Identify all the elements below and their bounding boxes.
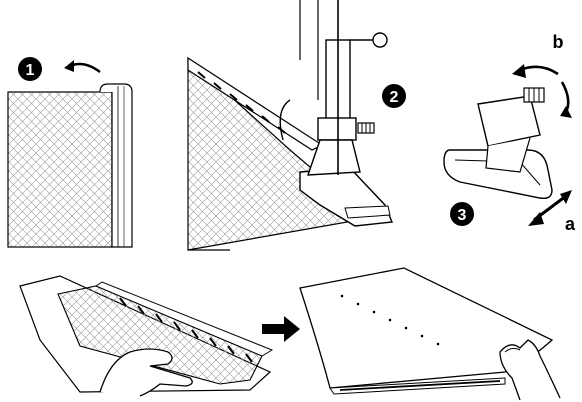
step-marker-1	[18, 57, 42, 81]
next-arrow-icon	[262, 316, 300, 342]
step-3-illustration: b a 3	[443, 32, 576, 234]
step-number-3: 3	[458, 207, 467, 224]
adjust-screw-icon	[523, 87, 545, 103]
step-marker-3	[450, 202, 474, 226]
fabric-panel	[7, 91, 113, 248]
finished-fabric-illustration	[299, 267, 561, 401]
hand-left	[99, 348, 193, 397]
slide-arrow-icon	[528, 190, 572, 226]
step-number-1: 1	[26, 62, 35, 79]
label-a: a	[565, 214, 576, 234]
stitch-dots	[340, 294, 440, 346]
fold-arrow-icon	[69, 62, 101, 73]
label-b: b	[553, 32, 564, 52]
step-number-2: 2	[390, 89, 399, 106]
step-2-illustration	[187, 0, 394, 251]
hand-right	[499, 339, 561, 401]
hem-stitch-marks	[119, 297, 253, 363]
presser-foot-sole	[443, 149, 553, 200]
screw-icon	[357, 122, 375, 134]
step-marker-2	[382, 84, 406, 108]
folded-strip	[187, 56, 324, 151]
rotate-arrow-icon	[512, 64, 572, 118]
hem-result-illustration	[19, 275, 274, 397]
stitch-marks	[197, 71, 286, 134]
step-1-illustration: 1	[7, 57, 133, 248]
